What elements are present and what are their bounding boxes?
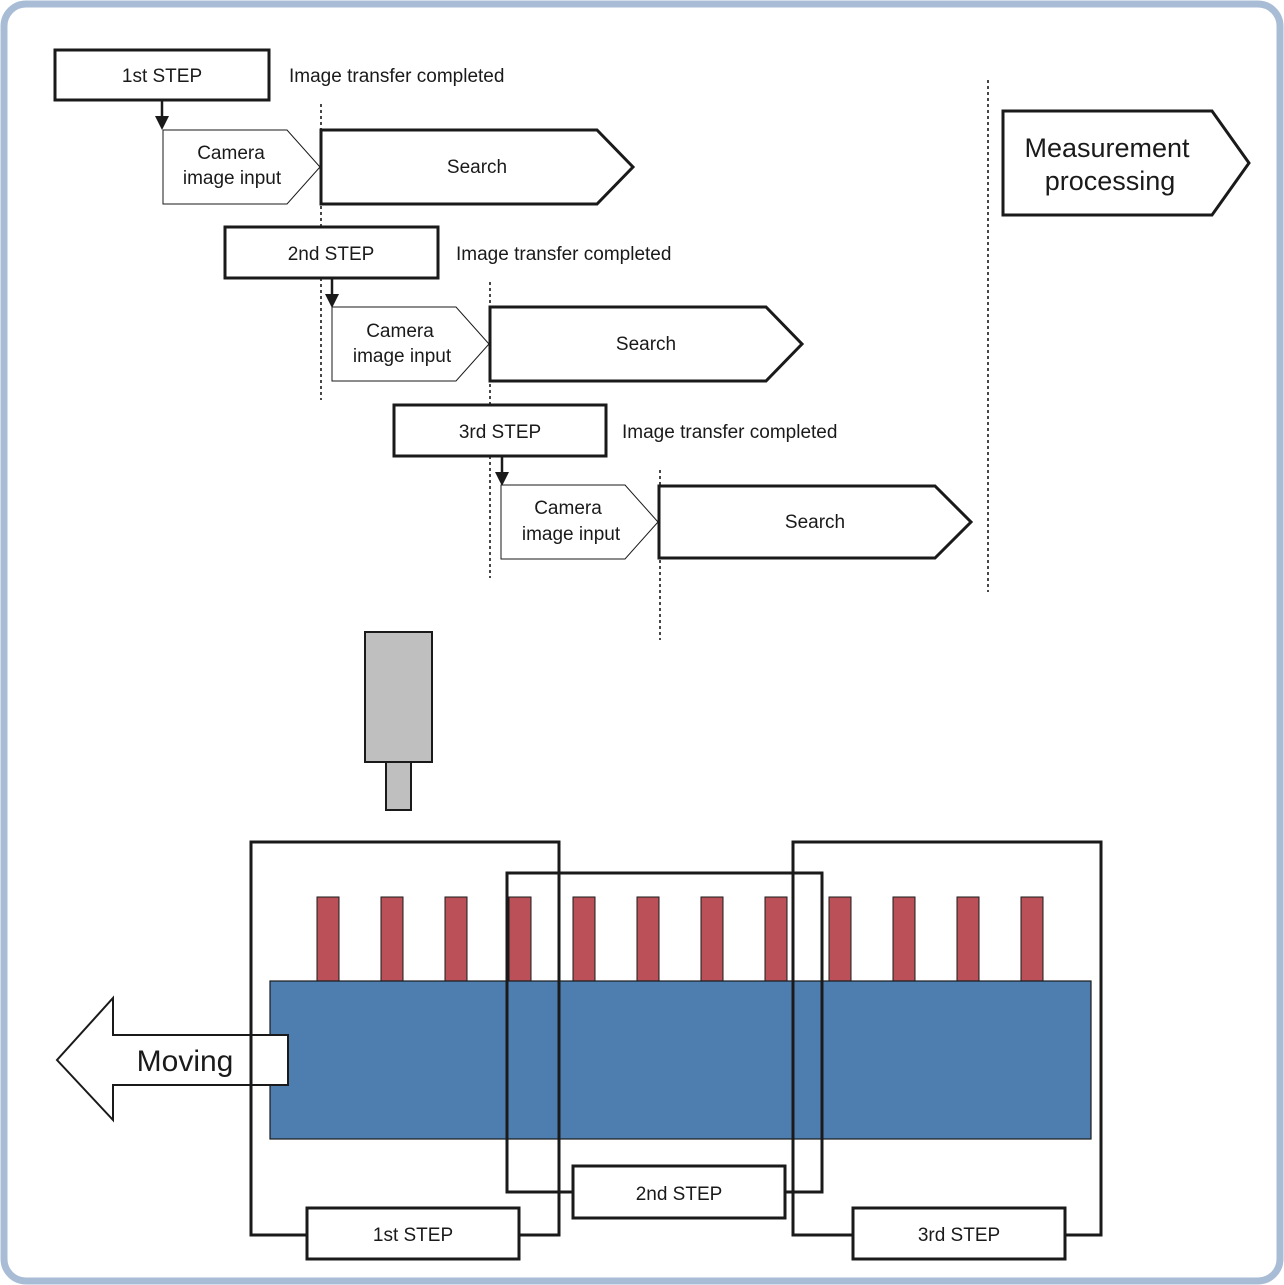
region-label-text-1: 1st STEP <box>373 1225 453 1246</box>
region-label-text-3: 3rd STEP <box>918 1225 1000 1246</box>
region-label-1: 1st STEP <box>305 1206 521 1261</box>
camera-lens <box>385 761 412 811</box>
region-label-2: 2nd STEP <box>571 1164 787 1220</box>
search-label-3: Search <box>785 512 845 533</box>
camera <box>364 631 433 811</box>
transfer-note-2: Image transfer completed <box>456 244 671 265</box>
camera-label-2a: Camera <box>366 321 434 342</box>
step-label-3: 3rd STEP <box>459 422 541 443</box>
workpiece-pin <box>956 896 980 982</box>
camera-label-3a: Camera <box>534 498 602 519</box>
search-shape-3 <box>657 484 974 560</box>
workpiece-pins <box>316 896 1044 982</box>
workpiece <box>269 896 1092 1140</box>
transfer-note-1: Image transfer completed <box>289 66 504 87</box>
workpiece-pin <box>828 896 852 982</box>
region-label-box-1 <box>305 1206 521 1261</box>
camera-input-shape-3 <box>500 484 659 560</box>
transfer-note-3: Image transfer completed <box>622 422 837 443</box>
measurement-label-line2: processing <box>1045 166 1176 196</box>
region-label-box-2 <box>571 1164 787 1220</box>
search-label-1: Search <box>447 157 507 178</box>
camera-label-3b: image input <box>522 524 621 545</box>
workpiece-board <box>269 980 1092 1140</box>
step-box-1 <box>53 48 271 102</box>
step-box-3 <box>392 403 608 458</box>
timing-step-2: 2nd STEP Image transfer completed Camera… <box>223 225 805 383</box>
timing-step-3: 3rd STEP Image transfer completed Camera… <box>392 403 974 560</box>
search-shape-1 <box>319 128 636 206</box>
region-label-box-3 <box>851 1206 1067 1261</box>
measurement-label-line1: Measurement <box>1024 133 1190 163</box>
moving-label: Moving <box>137 1045 234 1078</box>
camera-input-shape-2 <box>331 306 490 382</box>
workpiece-pin <box>380 896 404 982</box>
region-label-3: 3rd STEP <box>851 1206 1067 1261</box>
workpiece-pin <box>316 896 340 982</box>
step-arrowhead-3 <box>495 472 509 486</box>
workpiece-pin <box>892 896 916 982</box>
workpiece-pin <box>764 896 788 982</box>
moving-arrow-shape <box>55 995 289 1123</box>
workpiece-pin <box>508 896 532 982</box>
search-shape-2 <box>488 305 805 383</box>
workpiece-pin <box>1020 896 1044 982</box>
step-label-2: 2nd STEP <box>288 244 375 265</box>
moving-arrow: Moving <box>55 995 289 1123</box>
camera-body <box>364 631 433 763</box>
step-label-1: 1st STEP <box>122 66 202 87</box>
camera-input-shape-1 <box>162 129 321 205</box>
workpiece-pin <box>700 896 724 982</box>
step-arrowhead-1 <box>155 116 169 130</box>
region-label-text-2: 2nd STEP <box>636 1184 723 1205</box>
workpiece-pin <box>572 896 596 982</box>
search-label-2: Search <box>616 334 676 355</box>
camera-label-2b: image input <box>353 346 452 367</box>
measurement-processing: Measurement processing <box>1001 109 1251 217</box>
timing-chart: 1st STEP Image transfer completed Camera… <box>53 48 1251 640</box>
step-arrowhead-2 <box>325 294 339 308</box>
measurement-shape <box>1001 109 1251 217</box>
camera-label-1a: Camera <box>197 143 265 164</box>
timing-step-1: 1st STEP Image transfer completed Camera… <box>53 48 636 206</box>
camera-label-1b: image input <box>183 168 282 189</box>
workpiece-pin <box>444 896 468 982</box>
workpiece-pin <box>636 896 660 982</box>
